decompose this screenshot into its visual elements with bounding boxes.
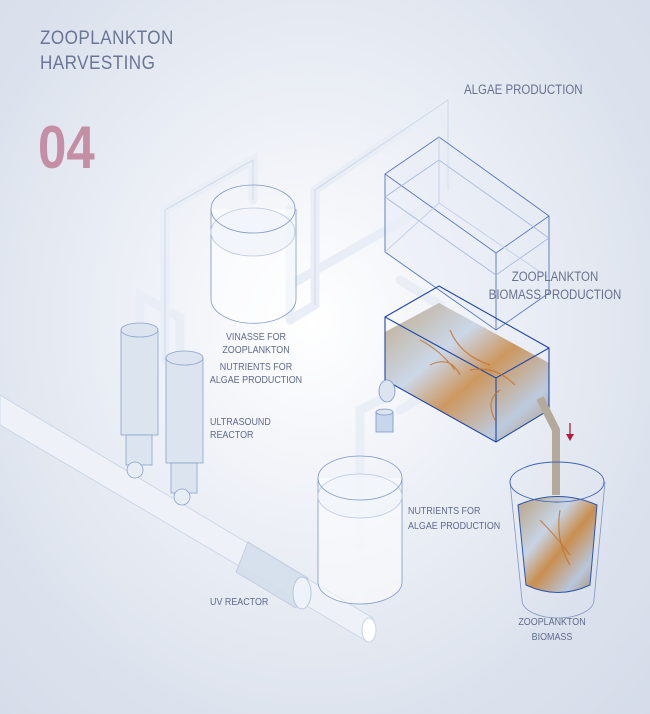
label-line: NUTRIENTS FOR: [219, 361, 293, 373]
label-line: ZOOPLANKTON: [511, 269, 599, 284]
label-line: BIOMASS PRODUCTION: [488, 287, 622, 302]
label-line: ZOOPLANKTON: [222, 344, 290, 356]
algae-tank: [384, 136, 550, 331]
label-line: REACTOR: [210, 429, 254, 441]
label-line: ZOOPLANKTON: [518, 616, 586, 628]
pipe-outlines: [164, 99, 449, 360]
label-line: NUTRIENTS FOR: [408, 505, 481, 517]
label-nutrients-bottom: NUTRIENTS FOR ALGAE PRODUCTION: [408, 504, 500, 534]
title-line1: ZOOPLANKTON: [40, 28, 174, 49]
label-line: ALGAE PRODUCTION: [209, 374, 303, 386]
ultrasound-reactors: [120, 322, 204, 506]
label-nutrients-top: NUTRIENTS FOR ALGAE PRODUCTION: [205, 361, 307, 387]
label-biomass: ZOOPLANKTON BIOMASS: [510, 615, 595, 645]
label-vinasse: VINASSE FOR ZOOPLANKTON: [205, 331, 307, 357]
biomass-cup: [509, 461, 606, 619]
label-biomass-production: ZOOPLANKTON BIOMASS PRODUCTION: [483, 268, 628, 304]
vinasse-tank: [210, 184, 297, 324]
label-algae-production: ALGAE PRODUCTION: [464, 82, 583, 97]
zooplankton-organisms: [419, 329, 516, 421]
nutrients-tank: [317, 455, 403, 605]
step-number: 04: [38, 114, 95, 181]
uv-reactor: [235, 541, 312, 610]
pump: [375, 379, 396, 433]
label-line: BIOMASS: [531, 631, 573, 643]
label-line: ALGAE PRODUCTION: [408, 520, 501, 532]
outlet-pipe: [536, 396, 560, 495]
label-line: VINASSE FOR: [225, 331, 287, 343]
title-line2: HARVESTING: [40, 53, 156, 74]
page-title: ZOOPLANKTON HARVESTING: [40, 26, 174, 76]
flow-arrow-icon: [566, 423, 574, 441]
label-line: ULTRASOUND: [210, 416, 271, 428]
label-uv-reactor: UV REACTOR: [210, 596, 269, 608]
label-ultrasound-reactor: ULTRASOUND REACTOR: [210, 416, 271, 442]
